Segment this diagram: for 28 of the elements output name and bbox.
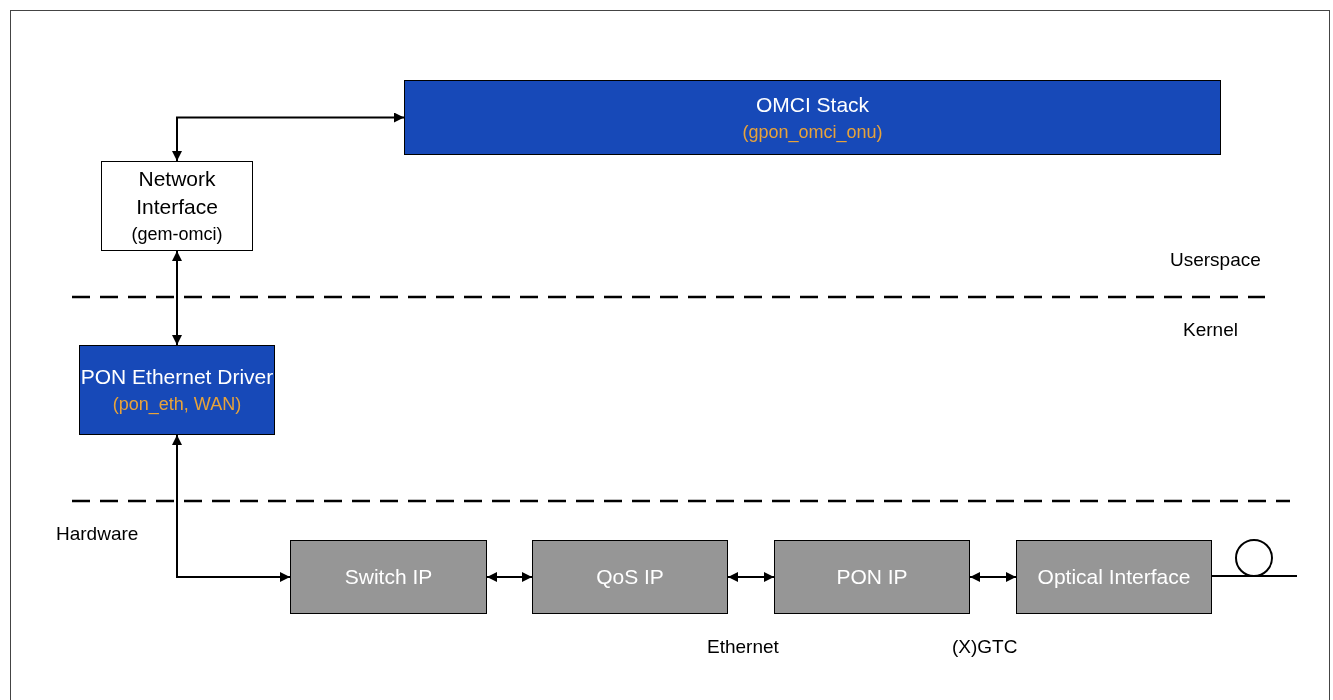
block-subtitle: (gpon_omci_onu) bbox=[742, 120, 883, 145]
layer-label: (X)GTC bbox=[952, 635, 1018, 659]
hardware-block bbox=[290, 540, 487, 614]
hardware-block bbox=[1016, 540, 1212, 614]
layer-label: Kernel bbox=[1183, 318, 1238, 342]
block-title: QoS IP bbox=[596, 564, 664, 590]
software-block bbox=[404, 80, 1221, 155]
block-subtitle: (gem-omci) bbox=[131, 223, 223, 246]
arrow bbox=[172, 112, 405, 162]
software-block bbox=[79, 345, 275, 435]
block-title: PON Ethernet Driver bbox=[80, 364, 274, 390]
hardware-block bbox=[774, 540, 970, 614]
arrow bbox=[727, 572, 775, 582]
block-title: OMCI Stack bbox=[755, 91, 870, 118]
block-title: Network Interface bbox=[135, 166, 219, 220]
block-title: PON IP bbox=[836, 564, 908, 590]
arrow bbox=[969, 572, 1017, 582]
layer-label: Userspace bbox=[1170, 248, 1261, 272]
layer-label: Hardware bbox=[56, 522, 139, 546]
block-subtitle: (pon_eth, WAN) bbox=[112, 393, 242, 417]
block-title: Switch IP bbox=[344, 564, 433, 590]
arrow bbox=[172, 434, 291, 582]
arrow bbox=[172, 250, 182, 346]
layer-label: Ethernet bbox=[707, 635, 779, 659]
block-title: Optical Interface bbox=[1037, 564, 1191, 590]
arrow bbox=[486, 572, 533, 582]
hardware-block bbox=[532, 540, 728, 614]
interface-box bbox=[101, 161, 253, 251]
